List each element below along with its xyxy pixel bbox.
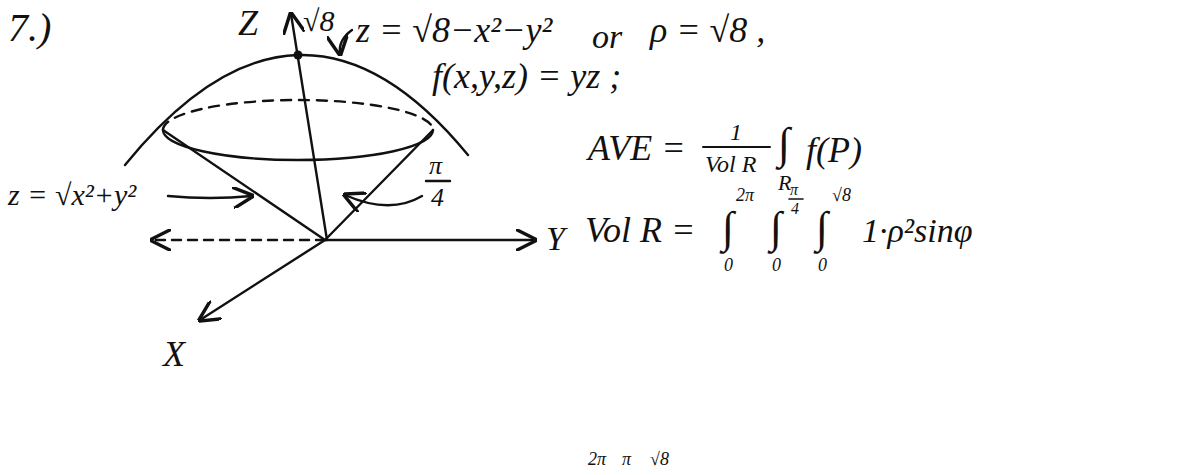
- integral-limit: R: [778, 172, 791, 194]
- pointer-arrow: [168, 196, 252, 198]
- axis-label: X: [163, 336, 185, 372]
- pointer-arrow: [340, 30, 352, 54]
- integral-limit: 2π: [736, 186, 754, 204]
- z-axis: [291, 14, 327, 240]
- top-dot: [294, 51, 303, 60]
- cone-line: [163, 130, 325, 240]
- angle-label: 4: [431, 185, 444, 211]
- integral-limit: √8: [650, 450, 669, 468]
- fraction-bar: [789, 198, 803, 200]
- integral-sign: ∫: [722, 206, 734, 250]
- fraction-bar: [426, 180, 450, 182]
- ellipse-back: [163, 100, 433, 130]
- integral-limit: 2π: [588, 450, 606, 468]
- axis-value: √8: [303, 6, 334, 36]
- integral-sign: ∫: [770, 206, 782, 250]
- fraction-part: Vol R: [705, 152, 756, 176]
- integral-limit: π: [790, 182, 798, 198]
- y-axis: [325, 239, 535, 241]
- equation: AVE =: [588, 130, 685, 166]
- cone-line: [325, 130, 433, 240]
- integral-limit: 0: [818, 256, 827, 274]
- integral-limit: 0: [724, 256, 733, 274]
- equation: f(x,y,z) = yz ;: [432, 58, 621, 94]
- equation: ρ = √8 ,: [650, 12, 765, 48]
- x-axis: [200, 240, 325, 320]
- axis-label: Z: [238, 5, 258, 41]
- integral-limit: 4: [791, 201, 799, 217]
- fraction-bar: [703, 146, 770, 148]
- equation: or: [592, 20, 622, 54]
- problem-number: 7.): [8, 8, 51, 48]
- integral-sign: ∫: [778, 122, 790, 166]
- integral-limit: 0: [772, 256, 781, 274]
- integral-limit: π: [622, 450, 631, 468]
- equation: f(P): [806, 132, 862, 168]
- integral-sign: ∫: [816, 206, 828, 250]
- equation: Vol R =: [585, 212, 695, 248]
- integral-limit: √8: [832, 186, 851, 204]
- fraction-part: 1: [730, 120, 742, 144]
- axis-label: Y: [546, 222, 565, 256]
- equation: z = √x²+y²: [8, 180, 136, 210]
- sphere-arc: [125, 55, 468, 165]
- ellipse-front: [163, 130, 433, 160]
- angle-label: π: [429, 153, 442, 179]
- angle-arrow: [345, 195, 422, 205]
- y-axis-negative: [152, 239, 325, 241]
- equation: 1·ρ²sinφ: [862, 214, 973, 248]
- equation: z = √8−x²−y²: [356, 12, 552, 48]
